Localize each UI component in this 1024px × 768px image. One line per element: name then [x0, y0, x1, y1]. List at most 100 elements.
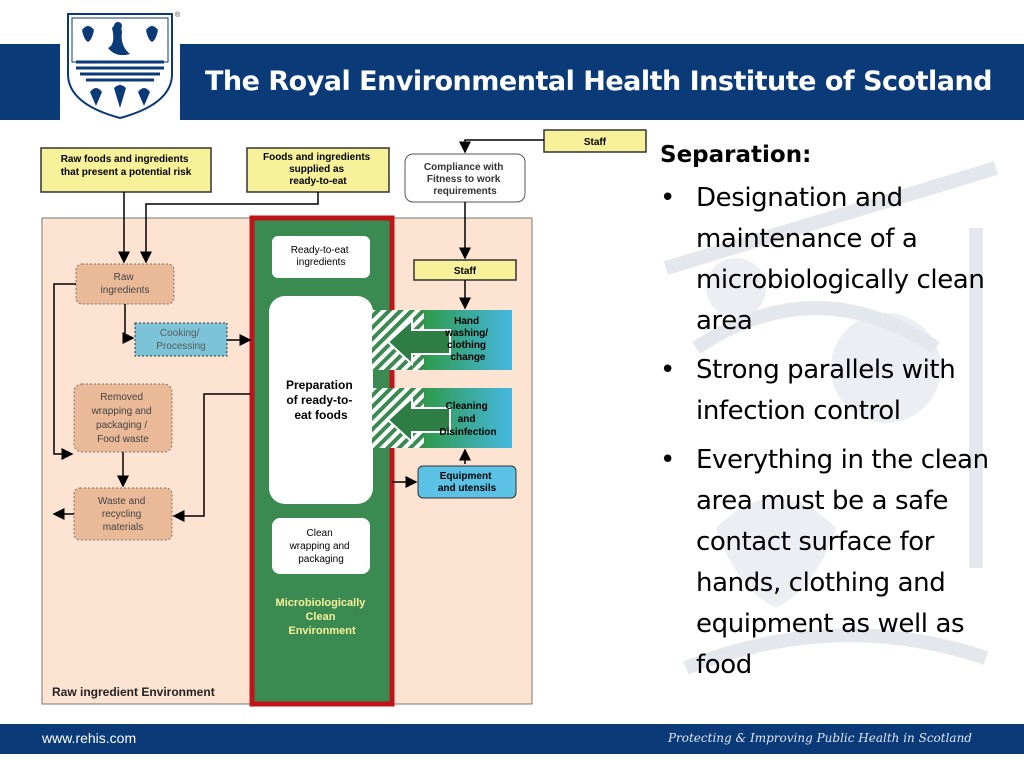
staff-top-box — [543, 129, 647, 153]
bullet-item: • Strong parallels with infection contro… — [656, 350, 1016, 432]
staff-top-label: Staff — [584, 137, 607, 148]
bullet-dot: • — [660, 183, 675, 213]
diagram-text-line: Hand — [454, 316, 479, 327]
cleaning-text: Cleaning and Disinfection — [439, 401, 496, 438]
diagram-text-line: and — [458, 414, 476, 425]
footer-bar: www.rehis.com Protecting & Improving Pub… — [0, 724, 1024, 754]
diagram-text-line: Raw foods and ingredients — [61, 154, 189, 165]
diagram-text-line: Cooking/ — [160, 328, 200, 339]
bullet-list: • Designation and maintenance of a micro… — [656, 178, 1016, 686]
diagram-text-line: Disinfection — [439, 427, 496, 438]
diagram-text-line: of ready-to- — [286, 393, 352, 407]
arrow-ingredients-to-removed — [53, 283, 76, 460]
diagram-text-line: packaging / — [96, 420, 147, 431]
compliance-text: Compliance with Fitness to work requirem… — [424, 162, 506, 197]
cooking-text: Cooking/ Processing — [156, 328, 205, 352]
section-heading: Separation: — [660, 142, 812, 168]
diagram-text-line: that present a potential risk — [61, 167, 192, 178]
diagram-text-line: Environment — [288, 625, 356, 637]
preparation-box — [269, 296, 373, 504]
diagram-text-line: Waste and — [98, 496, 145, 507]
ready-foods-box — [246, 147, 390, 193]
watermark-crest-icon — [663, 161, 999, 675]
diagram-text-line: wrapping and — [289, 541, 350, 552]
footer-tagline: Protecting & Improving Public Health in … — [667, 731, 972, 745]
bullet-line: area must be a safe — [696, 486, 949, 516]
bullet-line: area — [696, 306, 753, 336]
raw-ingredients-text: Raw ingredients — [101, 272, 150, 296]
equipment-text: Equipment and utensils — [438, 471, 497, 494]
diagram-text-line: Clean — [307, 528, 333, 539]
food-separation-diagram: Raw ingredient Environment Raw foods and… — [36, 118, 652, 720]
diagram-text-line: Foods and ingredients — [263, 152, 371, 163]
page-title: The Royal Environmental Health Institute… — [205, 66, 993, 97]
raw-ingredients-box — [75, 263, 175, 305]
registered-mark: ® — [175, 12, 181, 19]
arrow-ingredients-to-cooking — [122, 304, 135, 344]
bullet-line: microbiologically clean — [696, 265, 985, 295]
clean-wrapping-box — [272, 518, 370, 574]
bullet-dot: • — [660, 355, 675, 385]
arrow-ready-to-ingredients — [140, 192, 319, 264]
diagram-text-line: Compliance with — [424, 162, 503, 173]
bullet-line: maintenance of a — [696, 224, 918, 254]
removed-wrapping-text: Removed wrapping and packaging / Food wa… — [91, 392, 155, 445]
ready-foods-text: Foods and ingredients supplied as ready-… — [263, 152, 373, 187]
bullet-item: • Everything in the clean area must be a… — [656, 440, 1016, 686]
bullet-item: • Designation and maintenance of a micro… — [656, 178, 1016, 342]
diagram-text-line: clothing — [447, 340, 486, 351]
diagram-text-line: Clean — [305, 611, 335, 623]
cleaning-arrow — [386, 395, 451, 445]
removed-wrapping-box — [73, 383, 173, 453]
staff-mid-label: Staff — [454, 266, 477, 277]
diagram-text-line: Microbiologically — [276, 597, 367, 609]
preparation-text: Preparation of ready-to- eat foods — [286, 378, 356, 422]
bullet-line: Designation and — [696, 183, 903, 213]
diagram-text-line: ingredients — [101, 285, 150, 296]
raw-environment-label: Raw ingredient Environment — [52, 685, 215, 699]
clean-wrapping-text: Clean wrapping and packaging — [289, 528, 353, 565]
bullet-line: contact surface for — [696, 527, 935, 557]
diagram-text-line: Preparation — [286, 378, 353, 392]
ready-to-eat-text: Ready-to-eat ingredients — [291, 245, 352, 268]
arrow-staff-to-compliance — [459, 139, 544, 154]
bullet-line: hands, clothing and — [696, 568, 946, 598]
footer-url-link[interactable]: www.rehis.com — [42, 730, 137, 746]
bullet-line: Strong parallels with — [696, 355, 956, 385]
hand-washing-arrow — [386, 317, 451, 367]
diagram-text-line: Food waste — [97, 434, 149, 445]
bullet-line: food — [696, 650, 752, 680]
diagram-text-line: Cleaning — [445, 401, 487, 412]
diagram-text-line: Fitness to work — [427, 174, 501, 185]
bullet-line: Everything in the clean — [696, 445, 989, 475]
diagram-text-line: washing/ — [444, 328, 488, 339]
raw-foods-box — [40, 147, 212, 193]
equipment-box — [417, 465, 517, 499]
diagram-text-line: change — [450, 352, 485, 363]
diagram-text-line: wrapping and — [91, 406, 152, 417]
diagram-text-line: Processing — [156, 341, 205, 352]
arrow-clean-to-waste — [172, 393, 250, 522]
diagram-text-line: Removed — [100, 392, 143, 403]
bullet-dot: • — [660, 445, 675, 475]
clean-environment-label: Microbiologically Clean Environment — [276, 597, 369, 637]
diagram-text-line: Ready-to-eat — [291, 245, 349, 256]
diagram-text-line: Raw — [114, 272, 135, 283]
waste-recycling-box — [73, 487, 173, 541]
ready-to-eat-box — [272, 236, 370, 278]
raw-foods-text: Raw foods and ingredients that present a… — [61, 154, 192, 178]
diagram-text-line: requirements — [433, 186, 497, 197]
content-panel: Separation: • Designation and maintenanc… — [656, 128, 1016, 718]
hand-washing-text: Hand washing/ clothing change — [444, 316, 491, 363]
diagram-text-line: eat foods — [294, 408, 348, 422]
waste-recycling-text: Waste and recycling materials — [98, 496, 148, 533]
rehis-crest-logo — [60, 8, 180, 120]
diagram-text-line: ready-to-eat — [289, 176, 347, 187]
diagram-text-line: materials — [103, 522, 144, 533]
diagram-text-line: and utensils — [438, 483, 497, 494]
diagram-text-line: packaging — [298, 554, 344, 565]
bullet-line: equipment as well as — [696, 609, 965, 639]
diagram-text-line: ingredients — [297, 257, 346, 268]
diagram-text-line: Equipment — [440, 471, 492, 482]
bullet-line: infection control — [696, 396, 901, 426]
